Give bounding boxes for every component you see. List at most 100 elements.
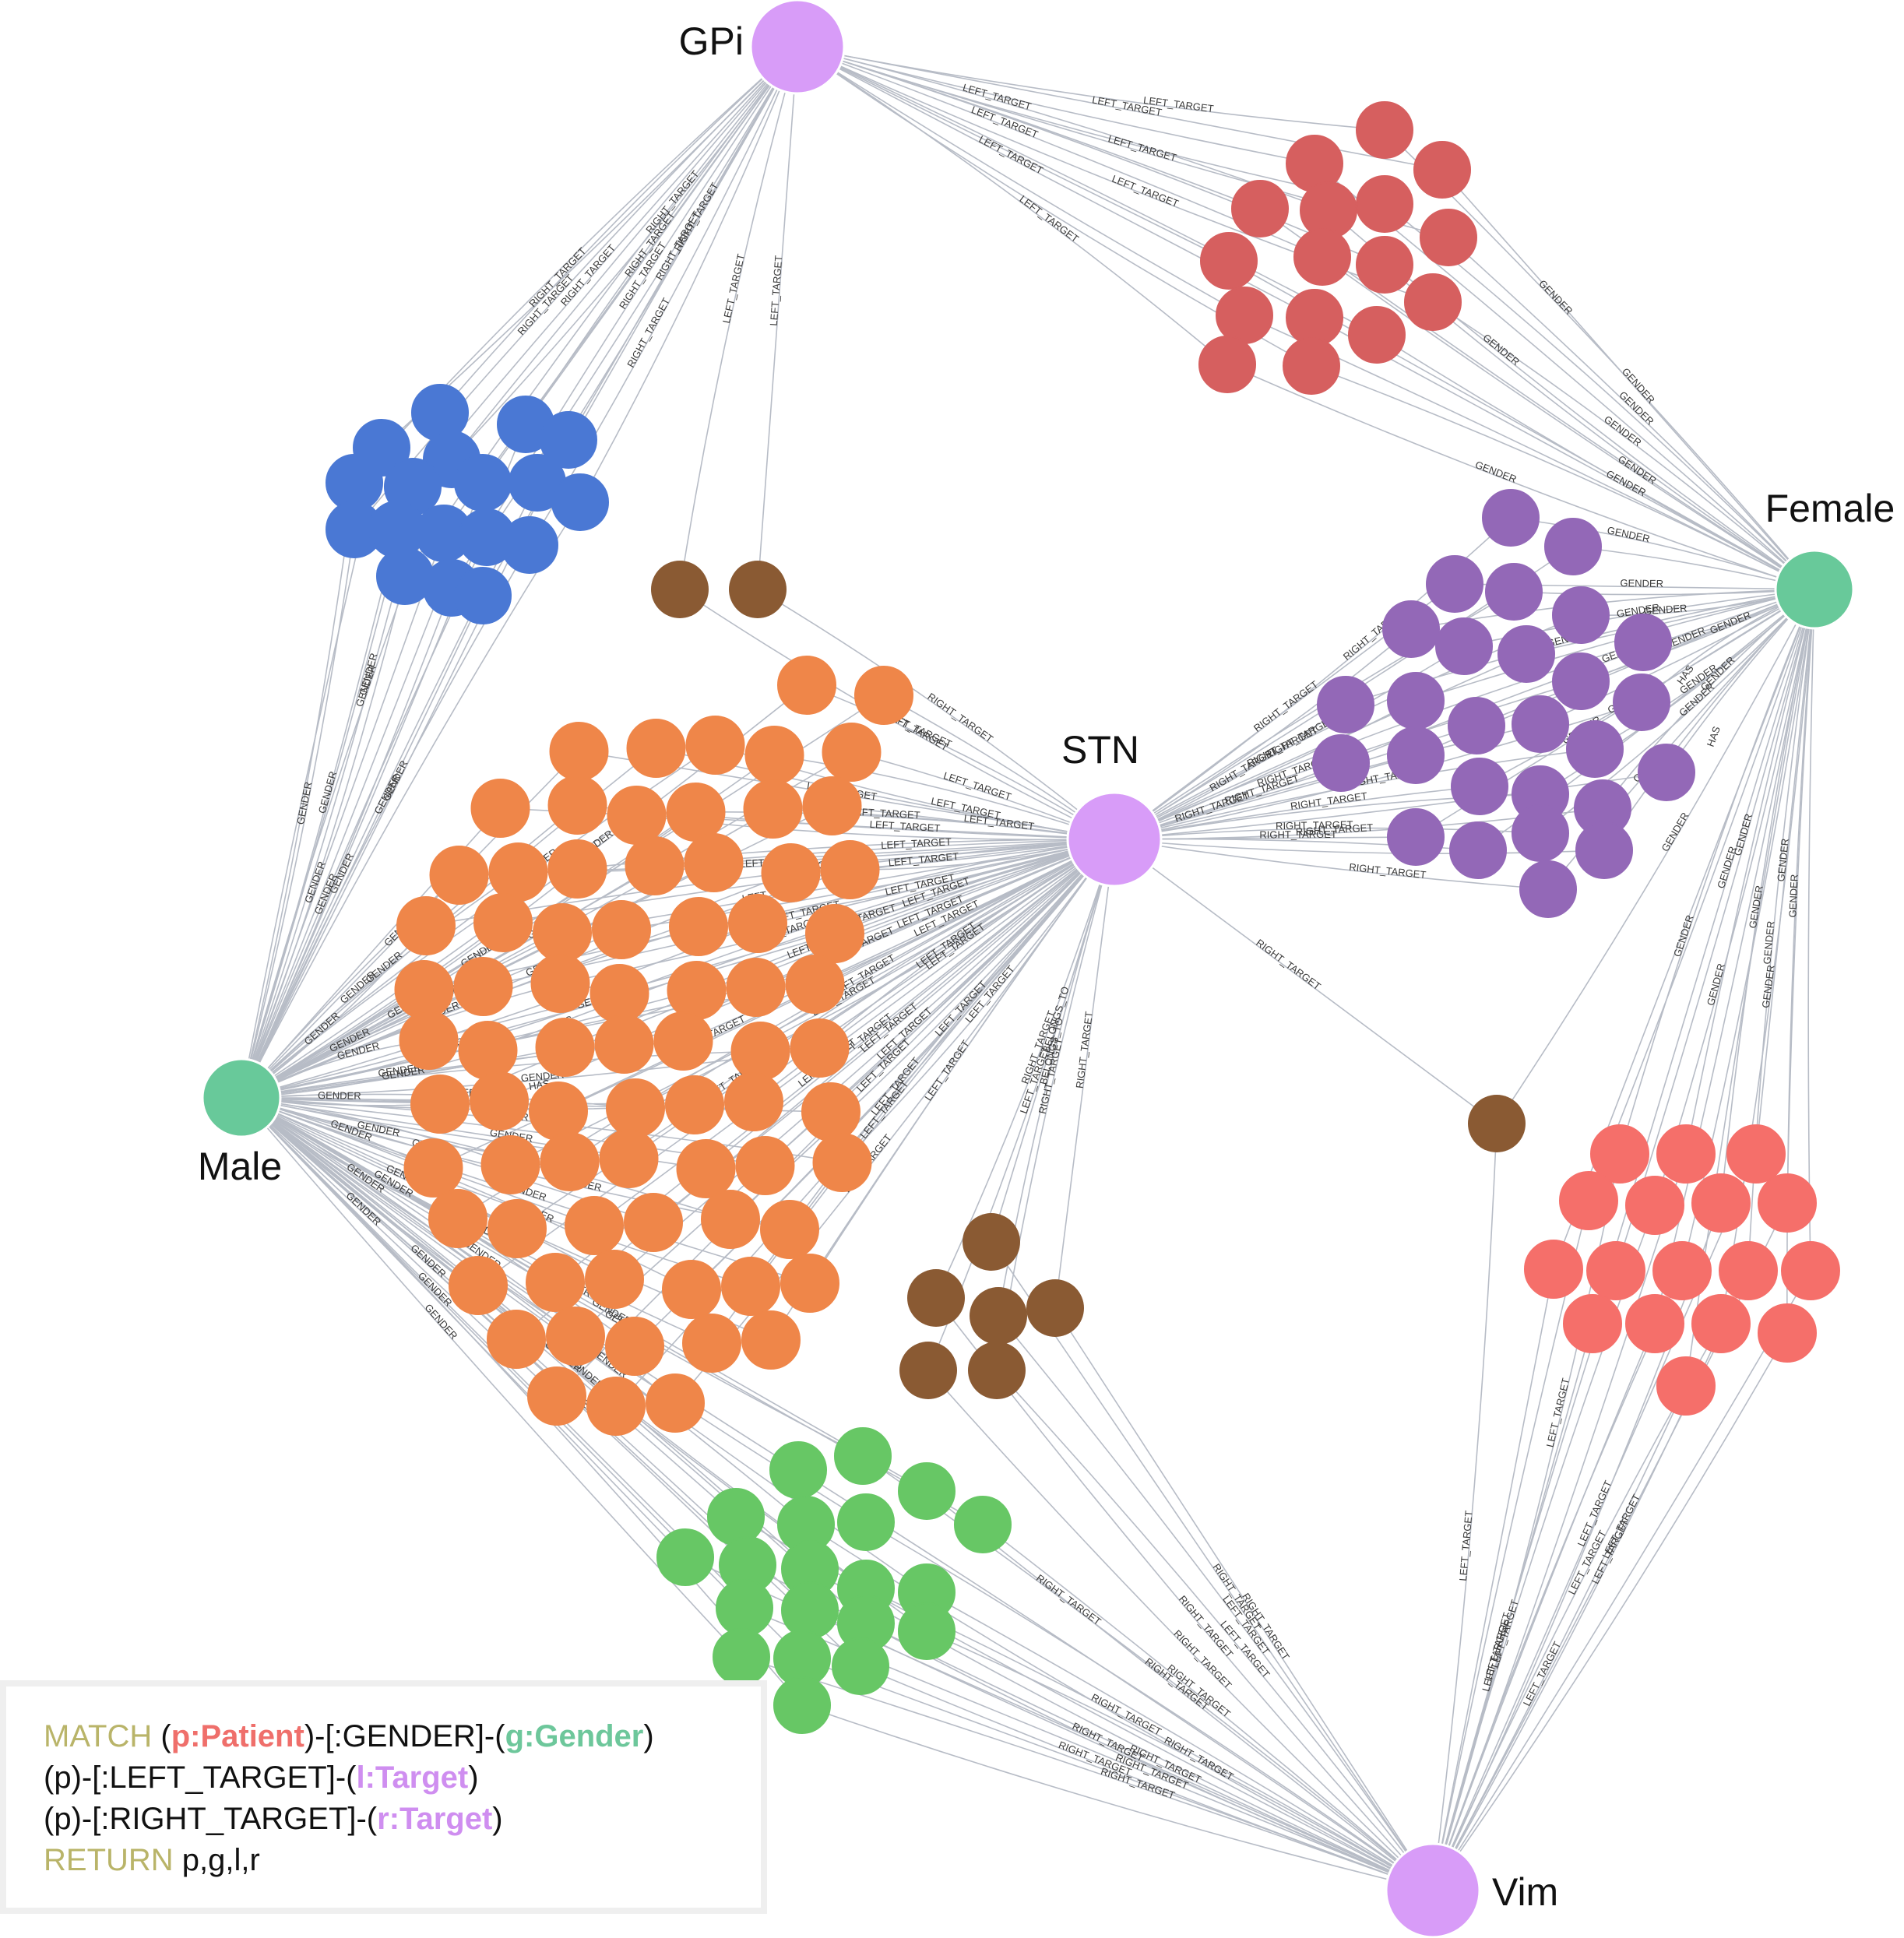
stn-patients-node[interactable] <box>606 1078 665 1138</box>
stn-female-patients-node[interactable] <box>1451 758 1508 815</box>
stn-patients-node[interactable] <box>586 1377 646 1436</box>
stn-female-patients-node[interactable] <box>1512 695 1569 753</box>
stn-patients-node[interactable] <box>540 1132 600 1191</box>
stn-female-patients-node[interactable] <box>1387 808 1445 866</box>
vim-patients-node[interactable] <box>707 1488 765 1546</box>
other-node[interactable] <box>1026 1279 1084 1337</box>
stn-patients-node[interactable] <box>777 656 836 715</box>
stn-patients-node[interactable] <box>526 1253 585 1312</box>
stn-female-patients-node[interactable] <box>1382 600 1440 658</box>
vim-female-patients-node[interactable] <box>1586 1241 1645 1300</box>
stn-patients-node[interactable] <box>396 896 456 955</box>
vim-patients-node[interactable] <box>713 1628 770 1686</box>
stn-patients-node[interactable] <box>547 839 607 899</box>
gpi-stn-patients-node[interactable] <box>1198 336 1256 393</box>
gpi-stn-patients-node[interactable] <box>1293 228 1351 286</box>
stn-female-patients-node[interactable] <box>1498 625 1555 683</box>
stn-patients-node[interactable] <box>585 1250 644 1309</box>
vim-female-patients-node[interactable] <box>1691 1294 1751 1353</box>
stn-patients-node[interactable] <box>449 1256 508 1315</box>
gpi-patients-node[interactable] <box>501 516 558 574</box>
gpi-stn-patients-node[interactable] <box>1216 287 1273 344</box>
stn-patients-node[interactable] <box>599 1129 659 1188</box>
stn-female-patients-node[interactable] <box>1566 720 1624 778</box>
vim-female-patients-node[interactable] <box>1691 1173 1751 1233</box>
stn-female-patients-node[interactable] <box>1575 821 1633 879</box>
stn-patients-node[interactable] <box>744 726 804 785</box>
stn-patients-node[interactable] <box>728 894 787 953</box>
vim-patients-node[interactable] <box>898 1602 956 1660</box>
stn-patients-node[interactable] <box>822 723 882 782</box>
stn-patients-node[interactable] <box>676 1139 736 1198</box>
stn-female-patients-node[interactable] <box>1485 563 1543 621</box>
gpi-stn-patients-node[interactable] <box>1413 141 1471 199</box>
stn-hub-node[interactable] <box>1066 791 1163 888</box>
stn-female-patients-node[interactable] <box>1312 734 1370 792</box>
stn-patients-node[interactable] <box>470 779 530 838</box>
stn-patients-node[interactable] <box>780 1254 839 1313</box>
vim-patients-node[interactable] <box>954 1496 1012 1553</box>
gpi-stn-patients-node[interactable] <box>1231 180 1289 237</box>
stn-patients-node[interactable] <box>790 1018 850 1078</box>
stn-patients-node[interactable] <box>530 954 590 1013</box>
stn-patients-node[interactable] <box>669 897 728 956</box>
other-node[interactable] <box>1468 1095 1526 1152</box>
stn-patients-node[interactable] <box>394 960 454 1019</box>
stn-patients-node[interactable] <box>743 779 803 839</box>
vim-patients-node[interactable] <box>781 1581 839 1639</box>
vim-female-patients-node[interactable] <box>1656 1124 1716 1184</box>
stn-female-patients-node[interactable] <box>1544 518 1602 575</box>
stn-patients-node[interactable] <box>812 1133 872 1192</box>
stn-patients-node[interactable] <box>592 900 651 959</box>
gpi-stn-patients-node[interactable] <box>1286 289 1343 346</box>
stn-patients-node[interactable] <box>805 904 864 963</box>
stn-patients-node[interactable] <box>410 1075 470 1134</box>
gpi-stn-patients-node[interactable] <box>1404 273 1462 331</box>
stn-female-patients-node[interactable] <box>1387 726 1445 784</box>
other-node[interactable] <box>970 1287 1027 1345</box>
stn-patients-node[interactable] <box>726 958 786 1017</box>
vim-female-patients-node[interactable] <box>1524 1240 1583 1299</box>
stn-patients-node[interactable] <box>605 1317 664 1376</box>
stn-patients-node[interactable] <box>549 722 609 781</box>
stn-female-patients-node[interactable] <box>1552 586 1610 644</box>
stn-patients-node[interactable] <box>565 1196 624 1255</box>
stn-patients-node[interactable] <box>730 1022 790 1081</box>
gpi-patients-node[interactable] <box>454 454 512 512</box>
vim-female-patients-node[interactable] <box>1719 1241 1778 1300</box>
stn-patients-node[interactable] <box>428 1189 487 1248</box>
gpi-stn-patients-node[interactable] <box>1420 209 1477 266</box>
stn-patients-node[interactable] <box>785 955 845 1014</box>
gpi-stn-patients-node[interactable] <box>1348 306 1406 364</box>
vim-patients-node[interactable] <box>898 1462 956 1520</box>
vim-hub-node[interactable] <box>1385 1842 1481 1938</box>
stn-female-patients-node[interactable] <box>1482 489 1540 547</box>
vim-patients-node[interactable] <box>773 1676 831 1734</box>
stn-patients-node[interactable] <box>546 1307 605 1366</box>
vim-female-patients-node[interactable] <box>1563 1294 1622 1353</box>
stn-patients-node[interactable] <box>488 842 548 902</box>
vim-patients-node[interactable] <box>716 1579 773 1637</box>
stn-patients-node[interactable] <box>529 1082 588 1141</box>
stn-patients-node[interactable] <box>854 666 913 725</box>
stn-patients-node[interactable] <box>735 1136 795 1195</box>
vim-female-patients-node[interactable] <box>1758 1303 1817 1363</box>
stn-patients-node[interactable] <box>724 1072 783 1131</box>
other-node[interactable] <box>651 561 709 618</box>
stn-patients-node[interactable] <box>721 1257 780 1316</box>
gpi-patients-node[interactable] <box>551 473 609 531</box>
stn-patients-node[interactable] <box>590 964 649 1023</box>
vim-female-patients-node[interactable] <box>1652 1241 1712 1300</box>
other-node[interactable] <box>963 1213 1020 1271</box>
stn-patients-node[interactable] <box>399 1011 459 1070</box>
other-node[interactable] <box>907 1269 965 1327</box>
stn-patients-node[interactable] <box>624 1193 683 1252</box>
stn-patients-node[interactable] <box>487 1310 546 1369</box>
stn-female-patients-node[interactable] <box>1512 804 1569 862</box>
vim-female-patients-node[interactable] <box>1590 1124 1649 1184</box>
vim-female-patients-node[interactable] <box>1559 1171 1618 1230</box>
stn-female-patients-node[interactable] <box>1435 617 1493 675</box>
stn-female-patients-node[interactable] <box>1614 614 1672 671</box>
stn-female-patients-node[interactable] <box>1448 697 1505 754</box>
stn-patients-node[interactable] <box>801 1082 860 1141</box>
